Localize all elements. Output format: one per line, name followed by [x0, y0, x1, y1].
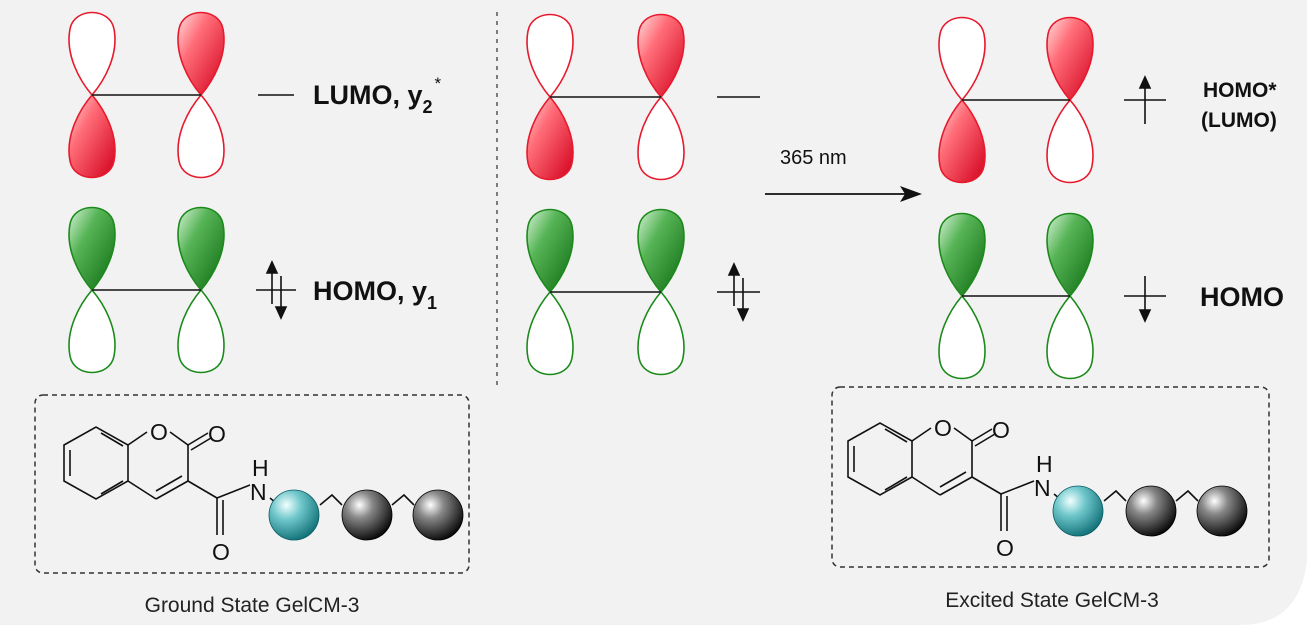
excited-amide-oxygen: O [996, 535, 1014, 561]
excited-coumarin-structure [847, 422, 1199, 531]
ground-homo-label: HOMO, y1 [313, 276, 437, 313]
excitation-arrow-icon [765, 186, 922, 202]
ground-homo-paired-electrons-icon [256, 260, 296, 320]
excited-polymer-bead-2 [1196, 485, 1248, 537]
ground-amide-oxygen: O [212, 539, 230, 565]
excited-amide-h: H [1036, 451, 1053, 477]
excited-homo-star-orbital [938, 16, 1094, 184]
excited-molecule-box [831, 386, 1270, 568]
ground-state-caption: Ground State GelCM-3 [145, 594, 360, 617]
excited-amide-n: N [1034, 475, 1051, 501]
excited-lumo-paren-label: (LUMO) [1201, 109, 1277, 132]
ground-coumarin-structure [63, 426, 415, 535]
ground-homo-orbital [68, 206, 225, 374]
ground-polymer-bead-1 [341, 489, 393, 541]
excited-state-caption: Excited State GelCM-3 [945, 589, 1159, 612]
ground-lumo-label: LUMO, y2* [313, 74, 442, 117]
excited-upper-single-electron-icon [1124, 75, 1166, 124]
middle-lumo-orbital [526, 13, 685, 181]
excited-amino-acid-bead [1052, 485, 1104, 537]
ground-lumo-orbital [68, 11, 225, 179]
excited-homo-label: HOMO [1200, 282, 1284, 312]
ground-ring-oxygen: O [150, 419, 168, 445]
ground-amino-acid-bead [268, 489, 320, 541]
excited-carbonyl-oxygen: O [992, 417, 1010, 443]
excited-lower-single-electron-icon [1124, 276, 1166, 323]
ground-amide-h: H [252, 455, 269, 481]
excited-homo-star-label: HOMO* [1203, 79, 1277, 102]
excited-polymer-bead-1 [1125, 485, 1177, 537]
ground-molecule-box [34, 394, 470, 574]
ground-carbonyl-oxygen: O [208, 421, 226, 447]
excited-ring-oxygen: O [934, 415, 952, 441]
ground-polymer-bead-2 [412, 489, 464, 541]
ground-amide-n: N [250, 479, 267, 505]
middle-homo-orbital [526, 208, 685, 376]
excited-homo-orbital [938, 212, 1094, 380]
middle-homo-paired-electrons-icon [717, 262, 760, 322]
wavelength-label: 365 nm [780, 147, 847, 169]
